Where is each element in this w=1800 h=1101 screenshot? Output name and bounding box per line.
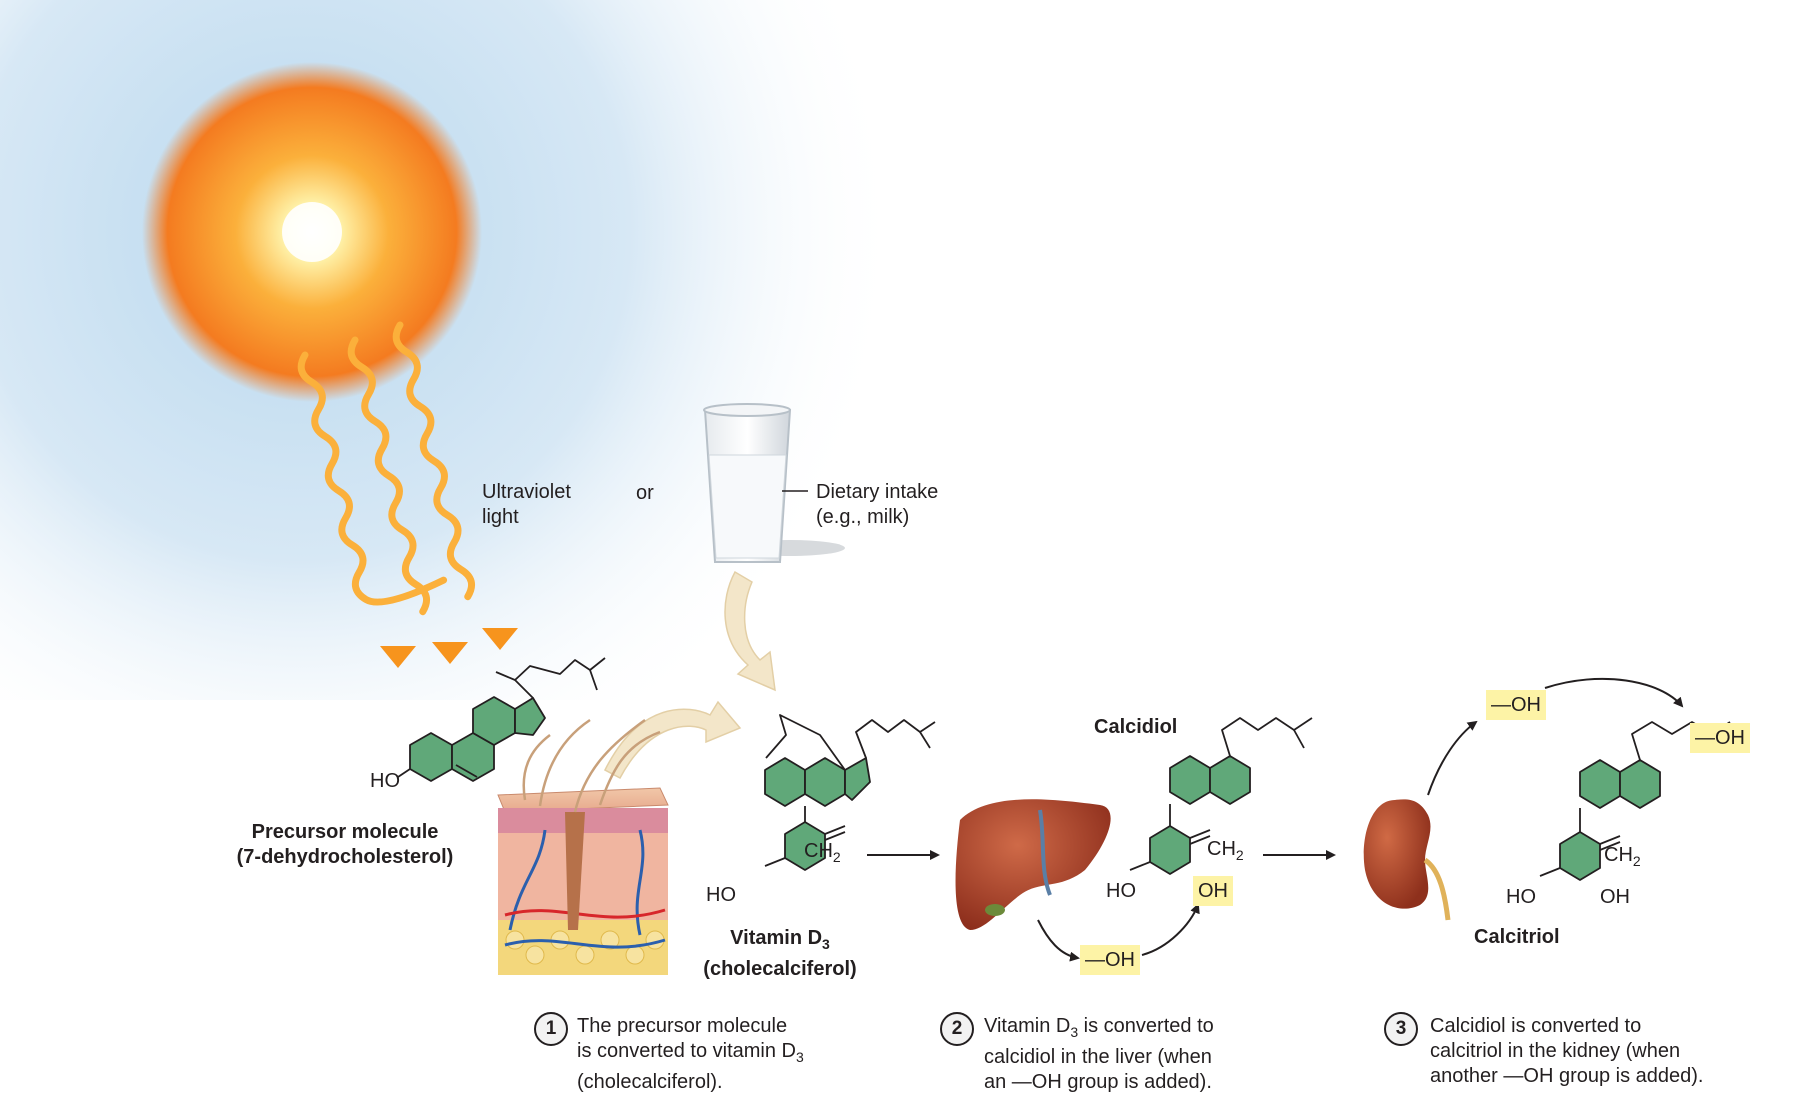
vitd-ch2-label: CH2: [804, 840, 841, 865]
milk-glass-icon: [703, 403, 845, 563]
kidney-icon: [1363, 799, 1451, 921]
uv-rays-icon: [297, 321, 476, 616]
calcitriol-oh-label: OH: [1600, 886, 1630, 908]
calcidiol-oh-highlight: OH: [1193, 876, 1233, 906]
calcidiol-ch2-label: CH2: [1207, 838, 1244, 863]
arrow-oh-to-calcidiol: [1141, 903, 1200, 956]
uv-label: Ultraviolet light: [482, 481, 571, 528]
step-3-badge: 3: [1384, 1012, 1418, 1046]
sun-icon: [137, 57, 487, 407]
arrow-oh-to-calcitriol: [1544, 677, 1684, 708]
uv-arrowheads-icon: [380, 628, 518, 668]
liver-oh-group-highlight: —OH: [1080, 945, 1140, 975]
calcidiol-ho-label: HO: [1106, 880, 1136, 902]
precursor-molecule-label: Precursor molecule (7-dehydrocholesterol…: [236, 821, 454, 868]
calcitriol-label: Calcitriol: [1474, 926, 1560, 948]
step-2-badge: 2: [940, 1012, 974, 1046]
vitamin-d3-label: Vitamin D3 (cholecalciferol): [703, 927, 857, 980]
or-label: or: [636, 482, 654, 504]
arrow-kidney-to-oh: [1427, 720, 1478, 796]
vitd-ho-label: HO: [706, 884, 736, 906]
dietary-intake-label: Dietary intake (e.g., milk): [816, 481, 939, 528]
skin-section-icon: [497, 718, 669, 975]
calcitriol-ho-label: HO: [1506, 886, 1536, 908]
step-1-text: The precursor molecule is converted to v…: [577, 1015, 804, 1093]
process-arrows: [867, 677, 1684, 962]
calcitriol-ch2-label: CH2: [1604, 844, 1641, 869]
vitamin-d3-structure-icon: [764, 714, 936, 871]
calcidiol-structure-icon: [1129, 717, 1313, 875]
precursor-ho-label: HO: [370, 770, 400, 792]
step-2-text: Vitamin D3 is converted to calcidiol in …: [984, 1015, 1214, 1093]
step-3-text: Calcidiol is converted to calcitriol in …: [1430, 1015, 1704, 1087]
kidney-oh-group-highlight: —OH: [1486, 690, 1546, 720]
calcidiol-label: Calcidiol: [1094, 716, 1178, 738]
beige-arrow-icon: [604, 570, 776, 780]
sky-glow: [0, 0, 900, 700]
calcitriol-oh-highlight: —OH: [1690, 723, 1750, 753]
arrow-liver-to-oh: [1037, 919, 1080, 962]
precursor-structure-icon: [397, 657, 606, 782]
liver-icon: [955, 799, 1111, 930]
step-1-badge: 1: [534, 1012, 568, 1046]
